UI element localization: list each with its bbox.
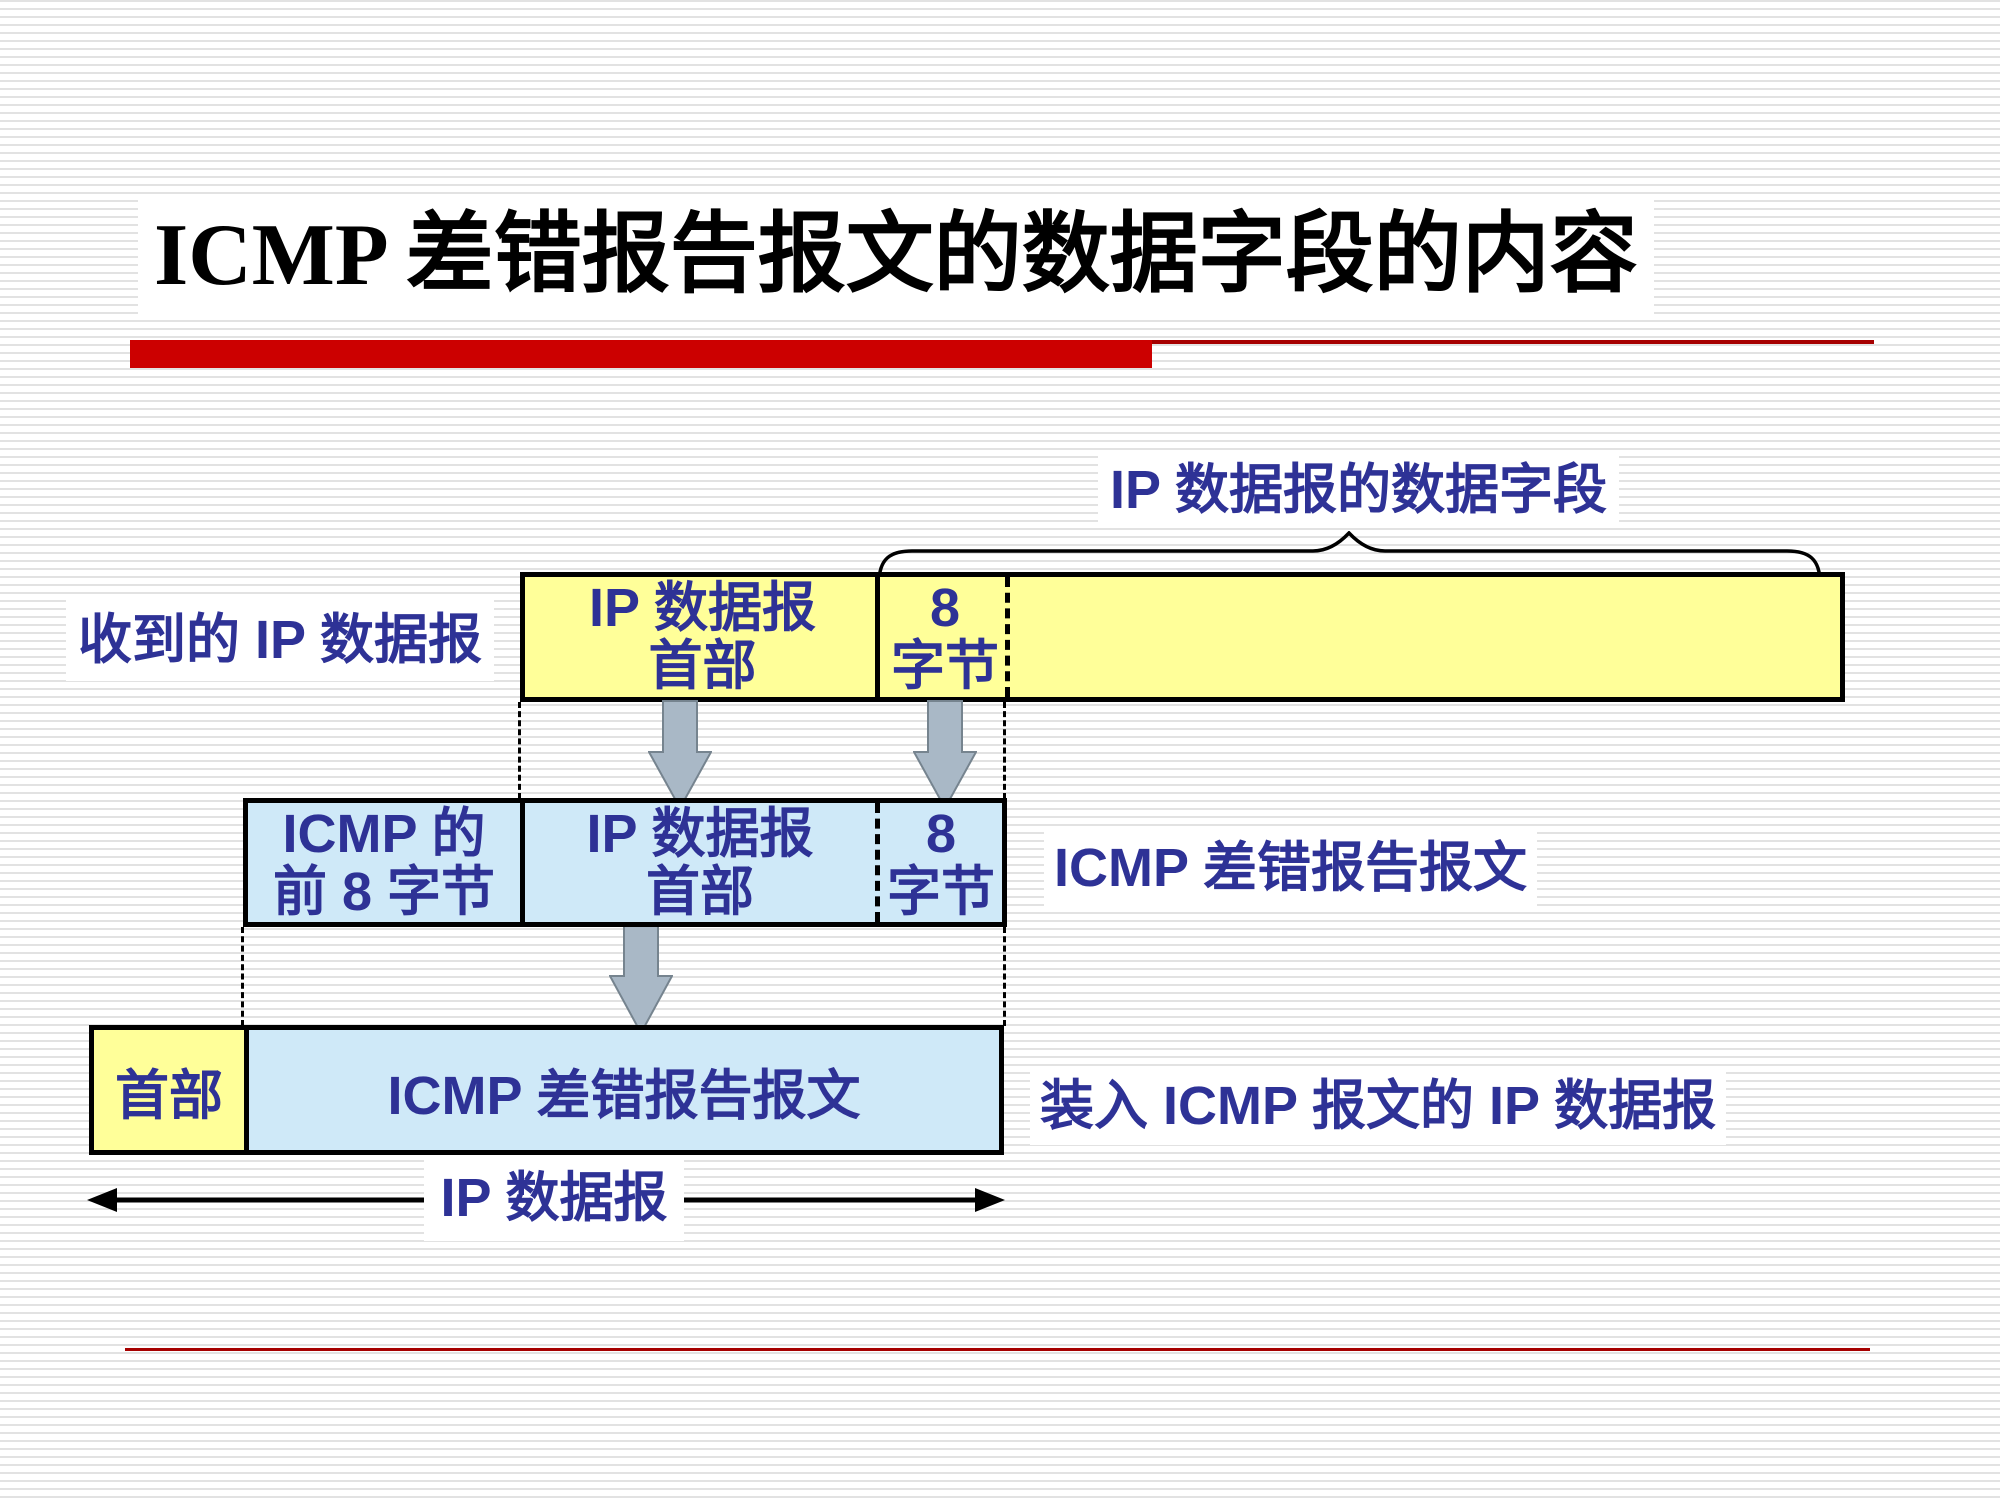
top-row-data-rest-cell [1010,577,1840,697]
footer-rule [125,1348,1870,1351]
dashed-connector [1003,927,1006,1026]
cell-line: IP 数据报 [588,578,817,638]
cell-line: 首部 [648,636,757,696]
received-ip-datagram-label: 收到的 IP 数据报 [66,600,495,681]
dashed-connector [1003,702,1006,799]
middle-row-icmp-message: ICMP 的 前 8 字节 IP 数据报 首部 8 字节 [243,798,1007,927]
middle-row-icmp-first8-cell: ICMP 的 前 8 字节 [248,803,520,922]
dashed-connector [241,927,244,1026]
bottom-row-header-cell: 首部 [94,1030,249,1150]
top-row-dashed-divider [1005,577,1010,697]
cell-line: ICMP 的 [282,803,486,864]
middle-row-eight-bytes-cell: 8 字节 [880,803,1002,922]
cell-line: 前 8 字节 [272,861,496,922]
middle-row-solid-divider [520,803,525,922]
top-row-received-datagram: IP 数据报 首部 8 字节 [520,572,1845,702]
data-field-label: IP 数据报的数据字段 [1098,454,1620,527]
middle-row-ip-header-cell: IP 数据报 首部 [525,803,875,922]
cell-line: IP 数据报 [586,803,814,864]
cell-line: 首部 [115,1065,223,1126]
cell-line: 字节 [891,636,999,696]
title-accent-line [1152,340,1874,344]
cell-line: 首部 [646,861,754,922]
cell-line: 字节 [887,861,995,922]
cell-line: 8 [929,578,961,638]
bottom-row-ip-datagram: 首部 ICMP 差错报告报文 [89,1025,1004,1155]
down-arrow-icon [609,922,673,1035]
icmp-error-message-label: ICMP 差错报告报文 [1044,830,1538,907]
top-row-solid-divider [875,577,880,697]
middle-row-dashed-divider [875,803,880,922]
overbrace-icon [877,531,1822,585]
loaded-ip-datagram-label: 装入 ICMP 报文的 IP 数据报 [1030,1068,1727,1145]
top-row-eight-bytes-cell: 8 字节 [880,577,1010,697]
cell-line: ICMP 差错报告报文 [387,1065,861,1126]
cell-line: 8 [925,803,957,864]
page-title: ICMP 差错报告报文的数据字段的内容 [138,198,1654,314]
title-accent-bar [130,340,1152,368]
dashed-connector [518,702,521,799]
bottom-row-body-cell: ICMP 差错报告报文 [249,1030,999,1150]
top-row-ip-header-cell: IP 数据报 首部 [525,577,880,697]
ip-datagram-span-label: IP 数据报 [424,1156,684,1241]
down-arrow-icon [648,700,712,810]
down-arrow-icon [913,700,977,810]
